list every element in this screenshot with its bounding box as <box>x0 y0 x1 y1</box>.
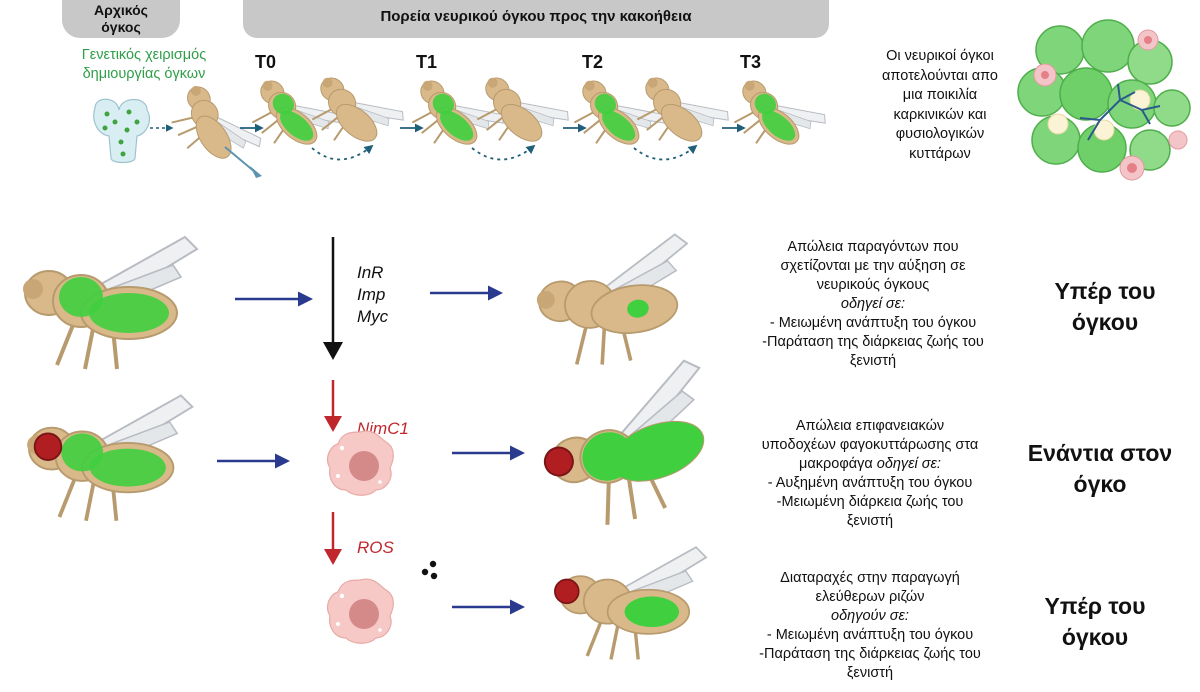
row2-verdict-line-1: Ενάντια στον <box>1027 440 1173 466</box>
row1-verdict-line-2: όγκου <box>1071 309 1139 335</box>
row2-verdict-line-2: όγκο <box>1073 471 1127 497</box>
row3-verdict-line-2: όγκου <box>1061 624 1129 650</box>
gene-list-growth: InR Imp Myc <box>357 262 388 328</box>
initial-tumor-line-2: όγκος <box>101 19 141 35</box>
row1-description: Απώλεια παραγόντων που σχετίζονται με τη… <box>718 238 1028 371</box>
row2-verdict: Ενάντια στον όγκο <box>1000 438 1200 500</box>
gene-myc: Myc <box>357 307 389 326</box>
row3-desc-line-1: Διαταραχές στην παραγωγή <box>780 570 960 586</box>
composition-line-4: καρκινικών και <box>893 106 987 123</box>
gene-inr: InR <box>357 263 384 282</box>
row3-desc-line-2: ελεύθερων ριζών <box>815 589 925 605</box>
row1-effect-1: - Μειωμένη ανάπτυξη του όγκου <box>769 315 977 331</box>
row3-verdict-line-1: Υπέρ του <box>1044 593 1146 619</box>
timepoint-t0: T0 <box>255 52 277 72</box>
timepoint-t1: T1 <box>416 52 438 72</box>
row2-desc-line-2: υποδοχέων φαγοκυττάρωσης στα <box>761 437 979 453</box>
row2-fly-increased-tumor <box>529 354 743 543</box>
row3-fly-reduced-tumor <box>554 545 708 662</box>
composition-line-6: κυττάρων <box>909 145 971 162</box>
row2-effect-2: -Μειωμένη διάρκεια ζωής του <box>776 494 964 510</box>
row2-description: Απώλεια επιφανειακών υποδοχέων φαγοκυττά… <box>710 417 1030 531</box>
row1-verdict: Υπέρ του όγκου <box>1025 276 1185 338</box>
row3-leads-to: οδηγούν σε: <box>831 608 909 624</box>
timepoint-t2: T2 <box>582 52 604 72</box>
initial-tumor-line-1: Αρχικός <box>94 2 148 18</box>
genetic-label-line-2: δημιουργίας όγκων <box>82 66 206 82</box>
row3-effect-2: -Παράταση της διάρκειας ζωής του <box>759 646 981 662</box>
course-title-header: Πορεία νευρικού όγκου προς την κακοήθεια <box>243 0 829 38</box>
row2-effect-1: - Αυξημένη ανάπτυξη του όγκου <box>767 475 973 491</box>
row2-desc-line-3: μακροφάγα οδηγεί σε: <box>710 455 1030 474</box>
ros-particles-icon <box>421 560 438 580</box>
row3-macrophage-icon <box>326 578 394 644</box>
row3-description: Διαταραχές στην παραγωγή ελεύθερων ριζών… <box>710 569 1030 683</box>
host-fly-injection <box>159 70 266 183</box>
row1-desc-line-2: σχετίζονται με την αύξηση σε <box>780 258 966 274</box>
course-title: Πορεία νευρικού όγκου προς την κακοήθεια <box>380 8 692 25</box>
row1-effect-3: ξενιστή <box>849 353 897 369</box>
gene-imp: Imp <box>357 285 386 304</box>
row2-desc-line-1: Απώλεια επιφανειακών <box>795 418 945 434</box>
row1-leads-to: οδηγεί σε: <box>840 296 906 312</box>
composition-line-1: Οι νευρικοί όγκοι <box>886 48 994 64</box>
row1-desc-line-3: νευρικούς όγκους <box>816 277 930 293</box>
row1-verdict-line-1: Υπέρ του <box>1054 278 1156 304</box>
row1-desc-line-1: Απώλεια παραγόντων που <box>787 239 959 255</box>
row2-fly-red-eye <box>27 395 192 520</box>
gene-ros: ROS <box>357 538 394 557</box>
composition-line-5: φυσιολογικών <box>895 126 985 142</box>
row2-macrophage-icon <box>326 430 394 496</box>
row2-effect-3: ξενιστή <box>846 513 894 529</box>
row1-effect-2: -Παράταση της διάρκειας ζωής του <box>762 334 984 350</box>
genetic-label-line-1: Γενετικός χειρισμός <box>81 47 207 63</box>
row1-fly-reduced-tumor <box>528 231 704 375</box>
fly-t3 <box>720 63 829 169</box>
row1-fly-large-tumor <box>23 237 197 369</box>
tumor-cell-cluster-icon <box>1017 19 1191 181</box>
genetic-manipulation-label: Γενετικός χειρισμός δημιουργίας όγκων <box>60 46 228 84</box>
brain-tumor-icon <box>93 98 150 164</box>
row2-desc-last: μακροφάγα <box>799 456 873 472</box>
composition-line-3: μια ποικιλία <box>902 87 978 103</box>
row2-leads-to: οδηγεί σε: <box>876 456 941 472</box>
composition-line-2: αποτελούνται απο <box>882 67 998 84</box>
row3-effect-1: - Μειωμένη ανάπτυξη του όγκου <box>766 627 974 643</box>
tumor-composition-text: Οι νευρικοί όγκοι αποτελούνται απο μια π… <box>855 47 1025 164</box>
initial-tumor-header: Αρχικός όγκος <box>62 0 180 38</box>
row3-verdict: Υπέρ του όγκου <box>1000 591 1190 653</box>
timepoint-t3: T3 <box>740 52 762 72</box>
row3-effect-3: ξενιστή <box>846 665 894 681</box>
